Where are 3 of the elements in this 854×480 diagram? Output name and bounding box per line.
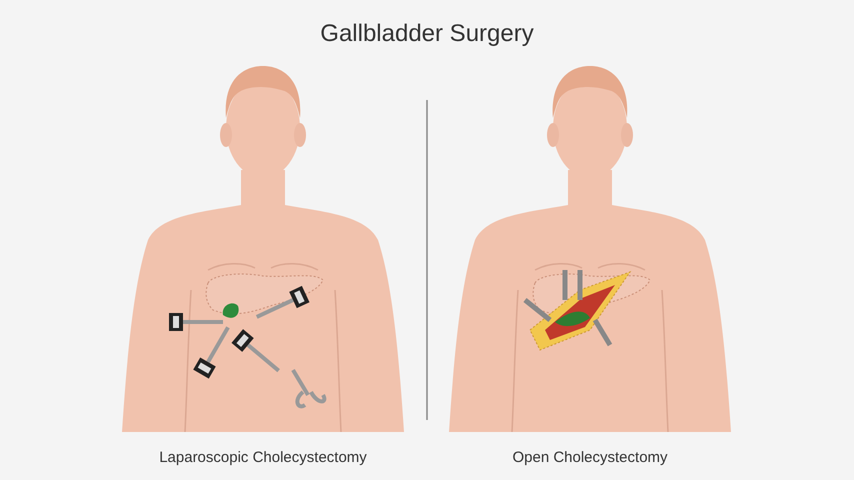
caption: Open Cholecystectomy — [512, 449, 668, 466]
title: Gallbladder Surgery — [320, 20, 534, 48]
caption: Laparoscopic Cholecystectomy — [159, 449, 367, 466]
